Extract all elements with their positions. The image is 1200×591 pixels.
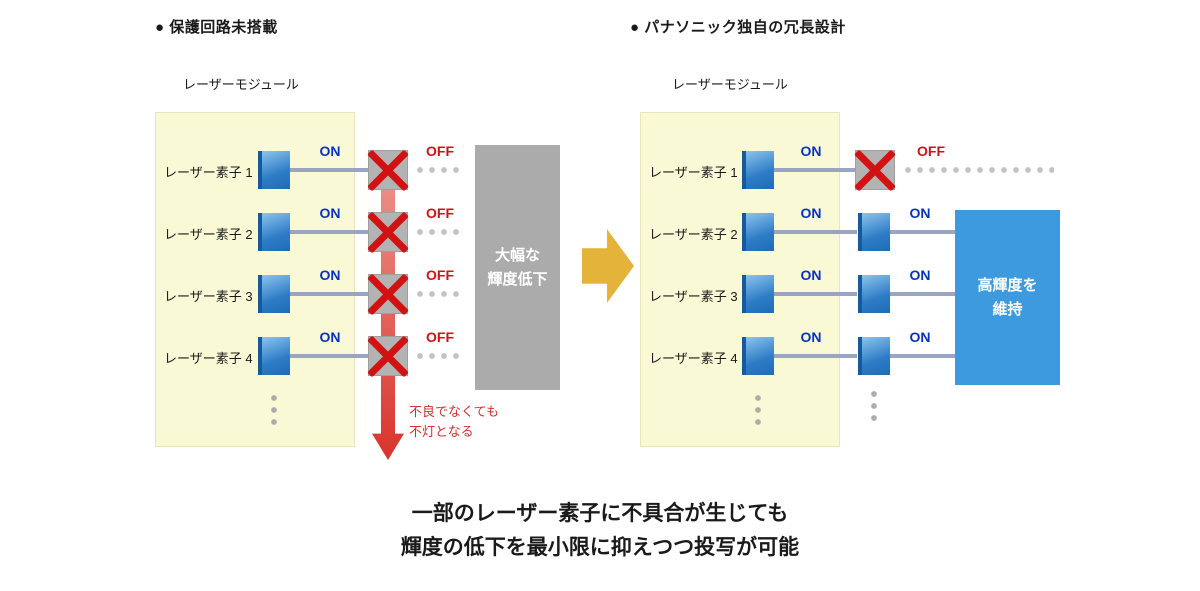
left-heading: ● 保護回路未搭載	[155, 19, 278, 36]
laser-element-icon	[258, 275, 290, 313]
connection-line	[774, 168, 857, 172]
backup-element-icon	[858, 275, 890, 313]
bottom-caption: 一部のレーザー素子に不具合が生じても 輝度の低下を最小限に抑えつつ投写が可能	[0, 497, 1200, 565]
backup-element-icon	[858, 213, 890, 251]
brightness-drop-line1: 大幅な	[494, 246, 540, 264]
brightness-drop-box: 大幅な 輝度低下	[475, 145, 560, 390]
failed-element-icon	[367, 211, 409, 254]
on-label: ON	[800, 267, 822, 283]
on-label: ON	[909, 205, 931, 221]
more-elements-dots	[870, 388, 878, 426]
off-label: OFF	[426, 329, 454, 345]
failed-element-icon	[367, 149, 409, 192]
on-label: ON	[800, 205, 822, 221]
on-label: ON	[909, 329, 931, 345]
on-label: ON	[319, 205, 341, 221]
transition-arrow-icon	[582, 229, 634, 303]
laser-element-icon	[742, 213, 774, 251]
dotted-connection	[414, 290, 464, 298]
connection-line	[290, 354, 370, 358]
laser-element-icon	[742, 275, 774, 313]
connection-line	[890, 292, 956, 296]
connection-line	[290, 292, 370, 296]
right-heading: ● パナソニック独自の冗長設計	[630, 19, 846, 36]
brightness-drop-line2: 輝度低下	[487, 270, 548, 288]
laser-element-icon	[742, 337, 774, 375]
dotted-connection	[414, 352, 464, 360]
on-label: ON	[319, 329, 341, 345]
high-brightness-line1: 高輝度を	[977, 276, 1038, 294]
more-elements-dots	[754, 392, 762, 430]
connection-line	[290, 230, 370, 234]
on-label: ON	[319, 267, 341, 283]
connection-line	[890, 354, 956, 358]
dotted-connection	[414, 228, 464, 236]
on-label: ON	[909, 267, 931, 283]
off-label: OFF	[917, 143, 945, 159]
off-label: OFF	[426, 267, 454, 283]
laser-element-label: レーザー素子 1	[649, 165, 738, 180]
laser-element-label: レーザー素子 4	[164, 351, 253, 366]
off-label: OFF	[426, 143, 454, 159]
backup-element-icon	[858, 337, 890, 375]
failed-element-icon	[367, 273, 409, 316]
connection-line	[290, 168, 370, 172]
right-module-box	[640, 112, 840, 447]
bottom-caption-line1: 一部のレーザー素子に不具合が生じても	[411, 502, 789, 525]
failed-element-icon	[854, 149, 896, 192]
failure-arrow-caption-line2: 不灯となる	[409, 423, 474, 439]
more-elements-dots	[270, 392, 278, 430]
left-module-label: レーザーモジュール	[183, 77, 299, 92]
laser-element-label: レーザー素子 4	[649, 351, 738, 366]
failure-arrow-caption: 不良でなくても 不灯となる	[409, 402, 499, 441]
laser-element-label: レーザー素子 2	[649, 227, 738, 242]
dotted-connection	[414, 166, 464, 174]
laser-element-icon	[742, 151, 774, 189]
on-label: ON	[319, 143, 341, 159]
on-label: ON	[800, 329, 822, 345]
laser-element-icon	[258, 213, 290, 251]
connection-line	[774, 354, 857, 358]
dotted-connection	[902, 166, 1054, 174]
connection-line	[774, 292, 857, 296]
laser-element-label: レーザー素子 3	[164, 289, 253, 304]
high-brightness-line2: 維持	[992, 300, 1023, 318]
failure-arrow-caption-line1: 不良でなくても	[409, 404, 499, 419]
right-module-label: レーザーモジュール	[672, 77, 788, 92]
connection-line	[774, 230, 857, 234]
laser-element-icon	[258, 151, 290, 189]
off-label: OFF	[426, 205, 454, 221]
laser-element-label: レーザー素子 1	[164, 165, 253, 180]
failed-element-icon	[367, 335, 409, 378]
laser-element-label: レーザー素子 2	[164, 227, 253, 242]
left-module-box	[155, 112, 355, 447]
bottom-caption-line2: 輝度の低下を最小限に抑えつつ投写が可能	[400, 536, 800, 559]
on-label: ON	[800, 143, 822, 159]
laser-element-icon	[258, 337, 290, 375]
high-brightness-box: 高輝度を 維持	[955, 210, 1060, 385]
laser-element-label: レーザー素子 3	[649, 289, 738, 304]
connection-line	[890, 230, 956, 234]
